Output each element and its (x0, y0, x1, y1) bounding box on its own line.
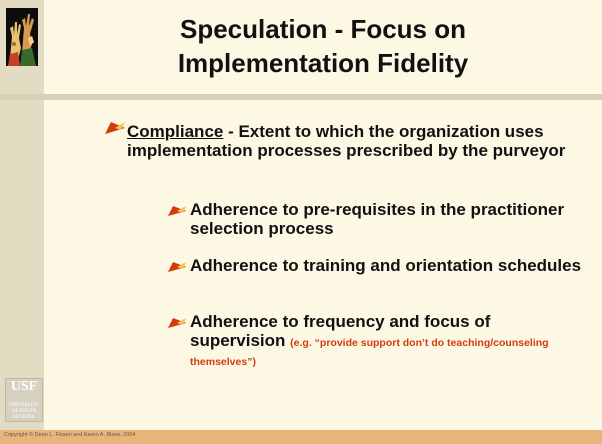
slide-title: Speculation - Focus on Implementation Fi… (44, 12, 602, 80)
usf-logo-subtext: UNIVERSITY OF SOUTH FLORIDA (9, 403, 39, 420)
slide-title-line1: Speculation - Focus on (179, 14, 466, 44)
slide-title-line2: Implementation Fidelity (177, 48, 469, 78)
arrow-bullet-icon (168, 262, 186, 272)
sub-bullet-3: Adherence to frequency and focus of supe… (190, 312, 590, 369)
arrow-bullet-icon (105, 122, 125, 134)
arrow-bullet-icon (168, 206, 186, 216)
usf-logo: USF UNIVERSITY OF SOUTH FLORIDA (5, 378, 43, 422)
main-bullet: Compliance - Extent to which the organiz… (127, 122, 597, 160)
left-sidebar (0, 0, 44, 430)
copyright-text: Copyright © Dean L. Fixsen and Karen A. … (4, 432, 136, 438)
usf-logo-text: USF (10, 379, 38, 394)
sub-bullet-1: Adherence to pre-requisites in the pract… (190, 200, 565, 238)
raised-hands-image (6, 8, 38, 66)
main-bullet-text: - Extent to which the organization uses … (127, 122, 566, 160)
main-bullet-term: Compliance (127, 122, 224, 141)
sub-bullet-3-note: (e.g. “provide support don’t do teaching… (190, 337, 549, 368)
title-divider (0, 94, 602, 100)
footer-bar (0, 430, 602, 444)
sub-bullet-2: Adherence to training and orientation sc… (190, 256, 582, 275)
arrow-bullet-icon (168, 318, 186, 328)
sub-bullet-3-text: Adherence to frequency and focus of supe… (190, 312, 491, 350)
